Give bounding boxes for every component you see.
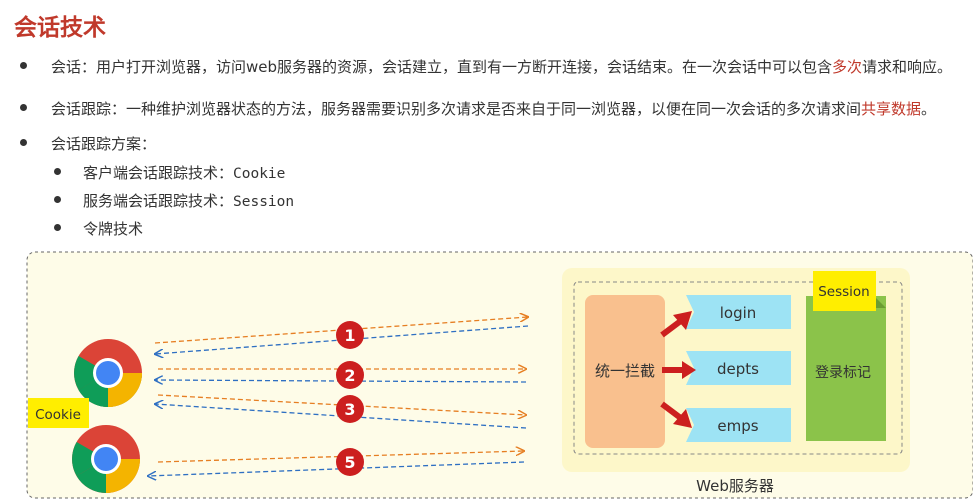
- endpoint-depts-box: [686, 351, 791, 385]
- highlight-text: 多次: [832, 58, 863, 76]
- server-inner-border: [573, 281, 903, 455]
- bullet-text: 会话：用户打开浏览器，访问web服务器的资源，会话建立，直到有一方断开连接，会话…: [51, 58, 833, 76]
- bullet-session-definition: 会话：用户打开浏览器，访问web服务器的资源，会话建立，直到有一方断开连接，会话…: [51, 56, 952, 77]
- login-flag-box: [806, 296, 886, 441]
- request-number-badge: 3: [336, 395, 364, 423]
- response-arrow-5: [148, 461, 525, 476]
- bullet-text: 。: [921, 100, 937, 118]
- bullet-session-tracking: 会话跟踪：一种维护浏览器状态的方法，服务器需要识别多次请求是否来自于同一浏览器，…: [51, 98, 936, 119]
- session-tag-label: Session: [818, 284, 870, 300]
- sub-bullet-tech: Session: [233, 194, 295, 210]
- sub-bullet-label: 服务端会话跟踪技术：: [83, 192, 234, 210]
- session-tag: [813, 271, 876, 311]
- cookie-tag-label: Cookie: [35, 407, 81, 423]
- endpoint-login-label: login: [720, 304, 757, 322]
- request-number-badge: 2: [336, 361, 364, 389]
- bullet-text: 请求和响应。: [862, 58, 953, 76]
- request-number-badge: 1: [336, 321, 364, 349]
- endpoint-emps-box: [686, 408, 791, 442]
- bullet-text: 会话跟踪：一种维护浏览器状态的方法，服务器需要识别多次请求是否来自于同一浏览器，…: [51, 100, 862, 118]
- login-flag-label: 登录标记: [815, 365, 871, 381]
- endpoint-depts-label: depts: [717, 360, 759, 378]
- chrome-browser-icon: [74, 339, 142, 407]
- sub-bullet-dot: [54, 168, 61, 175]
- request-number: 3: [344, 400, 355, 419]
- sub-bullet-tech: Cookie: [233, 166, 286, 182]
- bullet-dot: [20, 104, 27, 111]
- sub-bullet-token: 令牌技术: [83, 218, 143, 239]
- sub-bullet-dot: [54, 224, 61, 231]
- highlight-text: 共享数据: [861, 100, 922, 118]
- server-label: Web服务器: [696, 477, 774, 495]
- cookie-tag: [28, 398, 89, 428]
- request-number: 5: [344, 453, 355, 472]
- page-title: 会话技术: [14, 15, 106, 41]
- request-arrow-5: [157, 451, 524, 463]
- login-flag-fold: [874, 296, 886, 308]
- bullet-tracking-schemes: 会话跟踪方案：: [51, 135, 157, 153]
- dispatch-arrow-emps: [660, 401, 692, 428]
- interceptor-label: 统一拦截: [595, 362, 655, 380]
- dispatch-arrow-depts: [662, 361, 696, 379]
- sub-bullet-cookie: 客户端会话跟踪技术：Cookie: [83, 162, 285, 183]
- request-number-badge: 5: [336, 448, 364, 476]
- bullet-dot: [20, 62, 27, 69]
- sub-bullet-label: 客户端会话跟踪技术：: [83, 164, 234, 182]
- request-number: 1: [344, 326, 355, 345]
- bullet-dot: [20, 139, 27, 146]
- sub-bullet-session: 服务端会话跟踪技术：Session: [83, 190, 294, 211]
- sub-bullet-dot: [54, 196, 61, 203]
- endpoint-emps-label: emps: [717, 417, 758, 435]
- request-number: 2: [344, 366, 355, 385]
- sub-bullet-label: 令牌技术: [83, 220, 144, 238]
- endpoint-login-box: [686, 295, 791, 329]
- dispatch-arrow-login: [660, 311, 692, 338]
- interceptor-box: [585, 295, 665, 448]
- chrome-browser-icon: [72, 425, 140, 493]
